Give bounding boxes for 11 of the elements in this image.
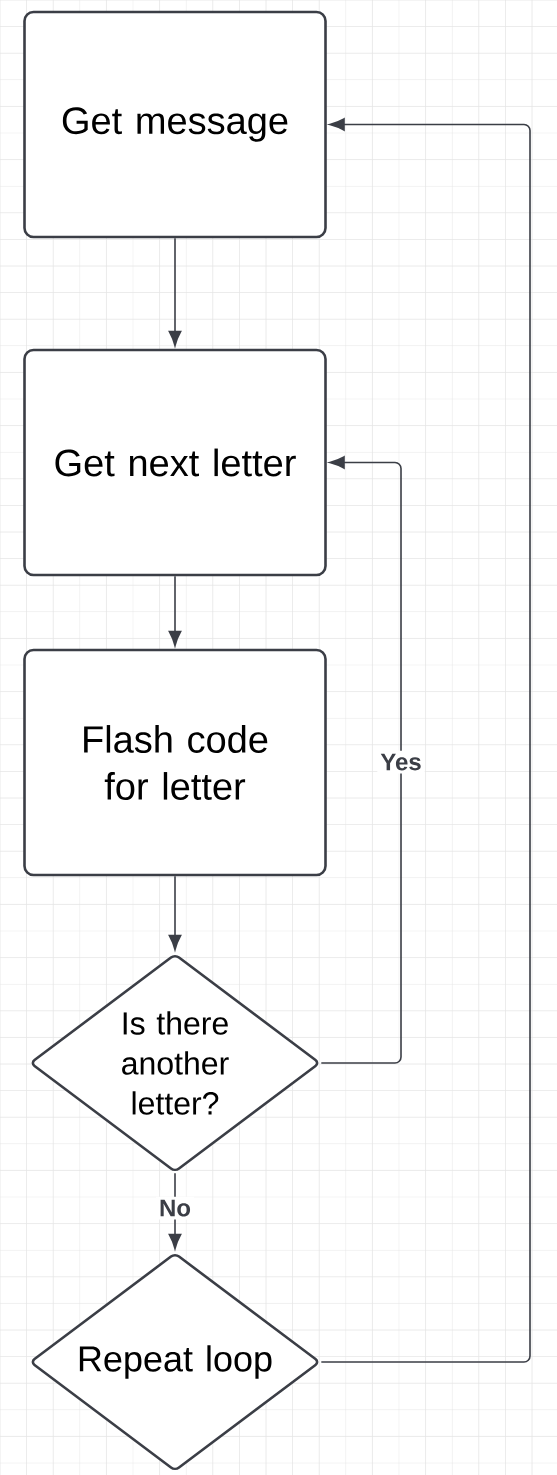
process-box: Flash code for letter	[23, 648, 327, 877]
arrow	[168, 575, 182, 647]
process-box: Get next letter	[23, 348, 327, 577]
edge-label: No	[156, 1196, 194, 1220]
node-label: Repeat loop	[79, 1345, 272, 1379]
arrow	[320, 118, 531, 1363]
process-box: Get message	[23, 10, 327, 239]
arrow	[168, 875, 182, 951]
arrow	[320, 456, 402, 1064]
arrow	[168, 237, 182, 347]
edge-label: Yes	[377, 750, 425, 774]
